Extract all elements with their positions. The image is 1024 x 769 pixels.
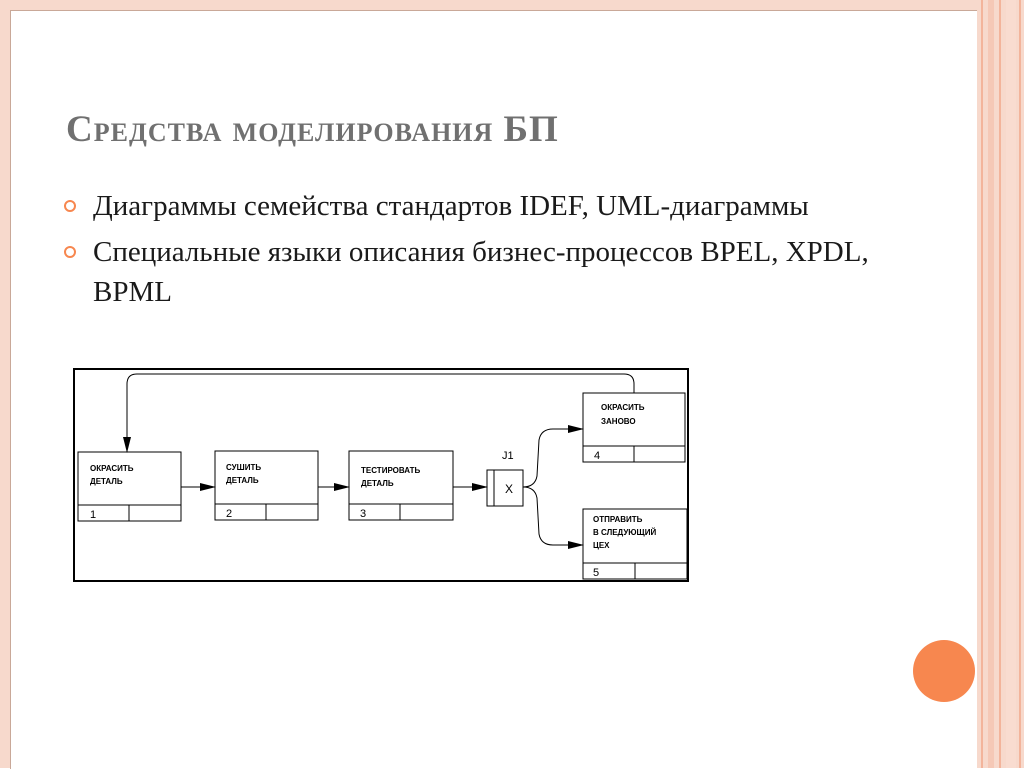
process-box-4: ОКРАСИТЬ ЗАНОВО 4 [582,392,686,463]
decor-stripe [1006,0,1016,768]
idef3-diagram: ОКРАСИТЬ ДЕТАЛЬ 1 СУШИТЬ ДЕТАЛЬ 2 ТЕСТИР… [73,368,689,582]
junction-label: J1 [502,450,514,462]
box-3-label-line-2: ДЕТАЛЬ [361,479,394,488]
bullet-text: Специальные языки описания бизнес-процес… [93,236,869,308]
flow-arrows [123,373,635,549]
bullet-marker-icon [64,200,76,212]
decor-stripe [999,0,1001,768]
process-box-5: ОТПРАВИТЬ В СЛЕДУЮЩИЙ ЦЕХ 5 [582,508,688,580]
arrow-loop-4-to-1 [123,373,635,453]
box-4-label-line-2: ЗАНОВО [601,417,636,426]
box-3-number: 3 [360,508,366,520]
decor-stripe [1019,0,1021,768]
arrow-junction-to-4 [522,425,584,488]
box-2-label-line-1: СУШИТЬ [226,463,261,472]
box-5-label-line-1: ОТПРАВИТЬ [593,515,643,524]
box-1-label-line-1: ОКРАСИТЬ [90,464,134,473]
arrow-junction-to-5 [522,486,584,549]
decor-stripe [981,0,983,768]
decor-stripe [988,0,994,768]
box-3-label-line-1: ТЕСТИРОВАТЬ [361,466,421,475]
process-box-1: ОКРАСИТЬ ДЕТАЛЬ 1 [77,451,182,522]
bullet-marker-icon [64,246,76,258]
bullet-item: Специальные языки описания бизнес-процес… [64,232,894,312]
bullet-text: Диаграммы семейства стандартов IDEF, UML… [93,190,809,222]
bullet-item: Диаграммы семейства стандартов IDEF, UML… [64,186,894,226]
box-5-number: 5 [593,567,599,579]
box-5-label-line-3: ЦЕХ [593,541,610,550]
accent-circle [913,640,975,702]
process-box-2: СУШИТЬ ДЕТАЛЬ 2 [214,450,319,521]
junction-symbol: X [505,482,513,496]
bullet-list: Диаграммы семейства стандартов IDEF, UML… [64,186,894,318]
junction-j1: X J1 [486,450,524,507]
box-5-label-line-2: В СЛЕДУЮЩИЙ [593,528,656,537]
box-1-label-line-2: ДЕТАЛЬ [90,477,123,486]
box-2-label-line-2: ДЕТАЛЬ [226,476,259,485]
slide-title: Средства моделирования БП [66,109,559,150]
box-4-number: 4 [594,450,600,462]
box-2-number: 2 [226,508,232,520]
box-4-label-line-1: ОКРАСИТЬ [601,403,645,412]
box-1-number: 1 [90,509,96,521]
process-box-3: ТЕСТИРОВАТЬ ДЕТАЛЬ 3 [348,450,454,521]
